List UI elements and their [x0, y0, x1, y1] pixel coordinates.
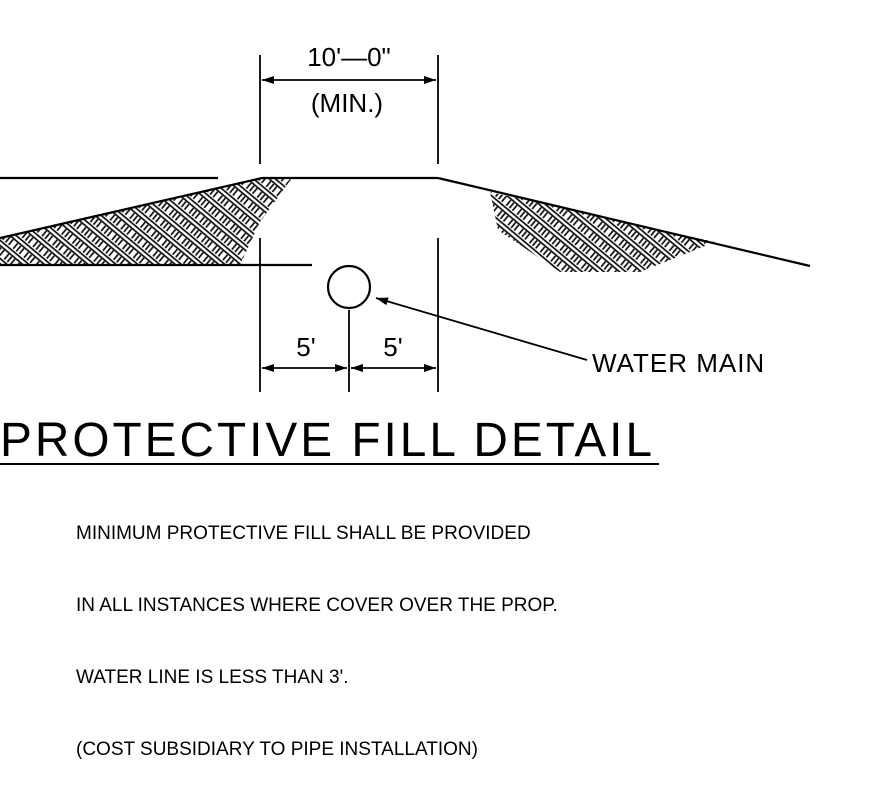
- left-fill-hatch: [0, 178, 292, 265]
- water-main-callout: WATER MAIN: [592, 348, 765, 378]
- left-offset-label: 5': [296, 332, 315, 362]
- right-fill-hatch: [490, 192, 715, 272]
- note-line: MINIMUM PROTECTIVE FILL SHALL BE PROVIDE…: [76, 523, 531, 544]
- fill-profile: [0, 176, 811, 268]
- note-line: WATER LINE IS LESS THAN 3'.: [76, 667, 349, 688]
- water-main-pipe: [326, 264, 372, 310]
- right-offset-label: 5': [383, 332, 402, 362]
- general-notes: MINIMUM PROTECTIVE FILL SHALL BE PROVIDE…: [76, 474, 558, 810]
- top-dimension: [259, 55, 439, 164]
- width-min-qualifier: (MIN.): [311, 88, 383, 118]
- water-main-leader: [375, 297, 588, 361]
- detail-sheet: 10'—0" (MIN.) 5' 5' WATER MAIN PROTECTIV…: [0, 42, 811, 760]
- note-line: IN ALL INSTANCES WHERE COVER OVER THE PR…: [76, 595, 558, 616]
- page-title: PROTECTIVE FILL DETAIL: [0, 414, 655, 467]
- note-line: (COST SUBSIDIARY TO PIPE INSTALLATION): [76, 739, 478, 760]
- width-dimension-label: 10'—0": [307, 42, 391, 72]
- protective-fill-diagram: 10'—0" (MIN.) 5' 5' WATER MAIN PROTECTIV…: [0, 42, 811, 467]
- offset-dimensions: [259, 238, 439, 392]
